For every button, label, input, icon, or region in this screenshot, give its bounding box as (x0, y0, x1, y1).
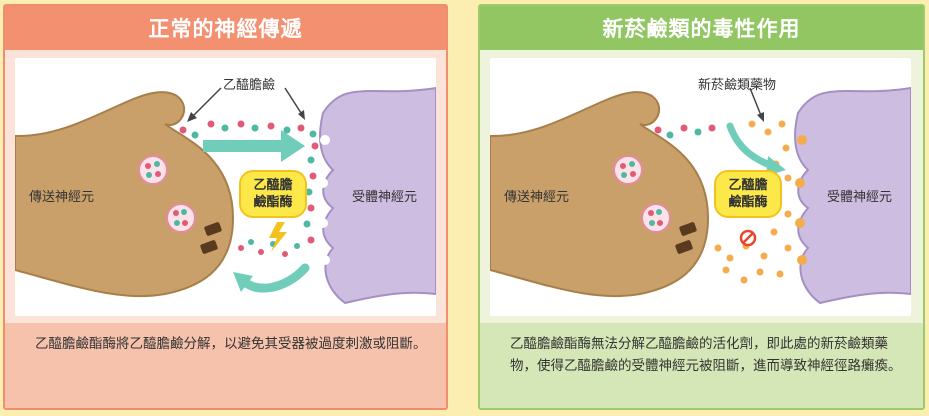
panel-neonicotinoid-toxicity: 新菸鹼類的毒性作用 (478, 4, 925, 410)
postsynaptic-label: 受體神經元 (352, 190, 418, 205)
synapse-svg (15, 86, 436, 305)
synapse-diagram: 乙醯膽鹼 傳送神經元 受體神經元 乙醯膽鹼酯酶 (15, 58, 436, 316)
neonicotinoid-label: 新菸鹼類藥物 (698, 78, 777, 93)
caption: 乙醯膽鹼酯酶將乙醯膽鹼分解，以避免其受器被過度刺激或阻斷。 (5, 323, 446, 408)
panel-title: 新菸鹼類的毒性作用 (480, 6, 923, 50)
synapse-diagram: 新菸鹼類藥物 傳送神經元 受體神經元 乙醯膽鹼酯酶 (490, 58, 911, 316)
synapse-svg (490, 86, 911, 305)
enzyme-line2: 鹼酯酶 (253, 195, 293, 210)
presynaptic-label: 傳送神經元 (29, 190, 95, 205)
presynaptic-label: 傳送神經元 (504, 190, 570, 205)
curved-arrow-icon (238, 263, 310, 293)
ion-channel-icon (200, 222, 222, 254)
prohibit-icon (739, 229, 757, 247)
enzyme-badge: 乙醯膽鹼酯酶 (714, 170, 782, 218)
presynaptic-neuron (490, 91, 710, 298)
blocked-receptor-sites (795, 135, 807, 265)
enzyme-line1: 乙醯膽 (728, 178, 768, 193)
postsynaptic-neuron (794, 86, 911, 305)
postsynaptic-label: 受體神經元 (827, 190, 893, 205)
lightning-icon (269, 222, 287, 252)
acetylcholine-molecules (179, 120, 319, 257)
enzyme-line1: 乙醯膽 (253, 178, 293, 193)
panel-title: 正常的神經傳遞 (5, 6, 446, 50)
acetylcholine-molecules (654, 124, 716, 139)
acetylcholine-label: 乙醯膽鹼 (223, 78, 276, 93)
ion-channel-icon (675, 222, 697, 254)
presynaptic-neuron (15, 91, 235, 298)
curved-arrow-icon (726, 122, 776, 170)
caption: 乙醯膽鹼酯酶無法分解乙醯膽鹼的活化劑，即此處的新菸鹼類藥物，使得乙醯膽鹼的受體神… (480, 323, 923, 408)
enzyme-badge: 乙醯膽鹼酯酶 (239, 170, 307, 218)
enzyme-line2: 鹼酯酶 (728, 195, 768, 210)
receptor-sites (318, 135, 330, 265)
panel-normal-transmission: 正常的神經傳遞 (3, 4, 448, 410)
postsynaptic-neuron (319, 86, 436, 305)
diffusion-arrow-icon (203, 130, 305, 162)
